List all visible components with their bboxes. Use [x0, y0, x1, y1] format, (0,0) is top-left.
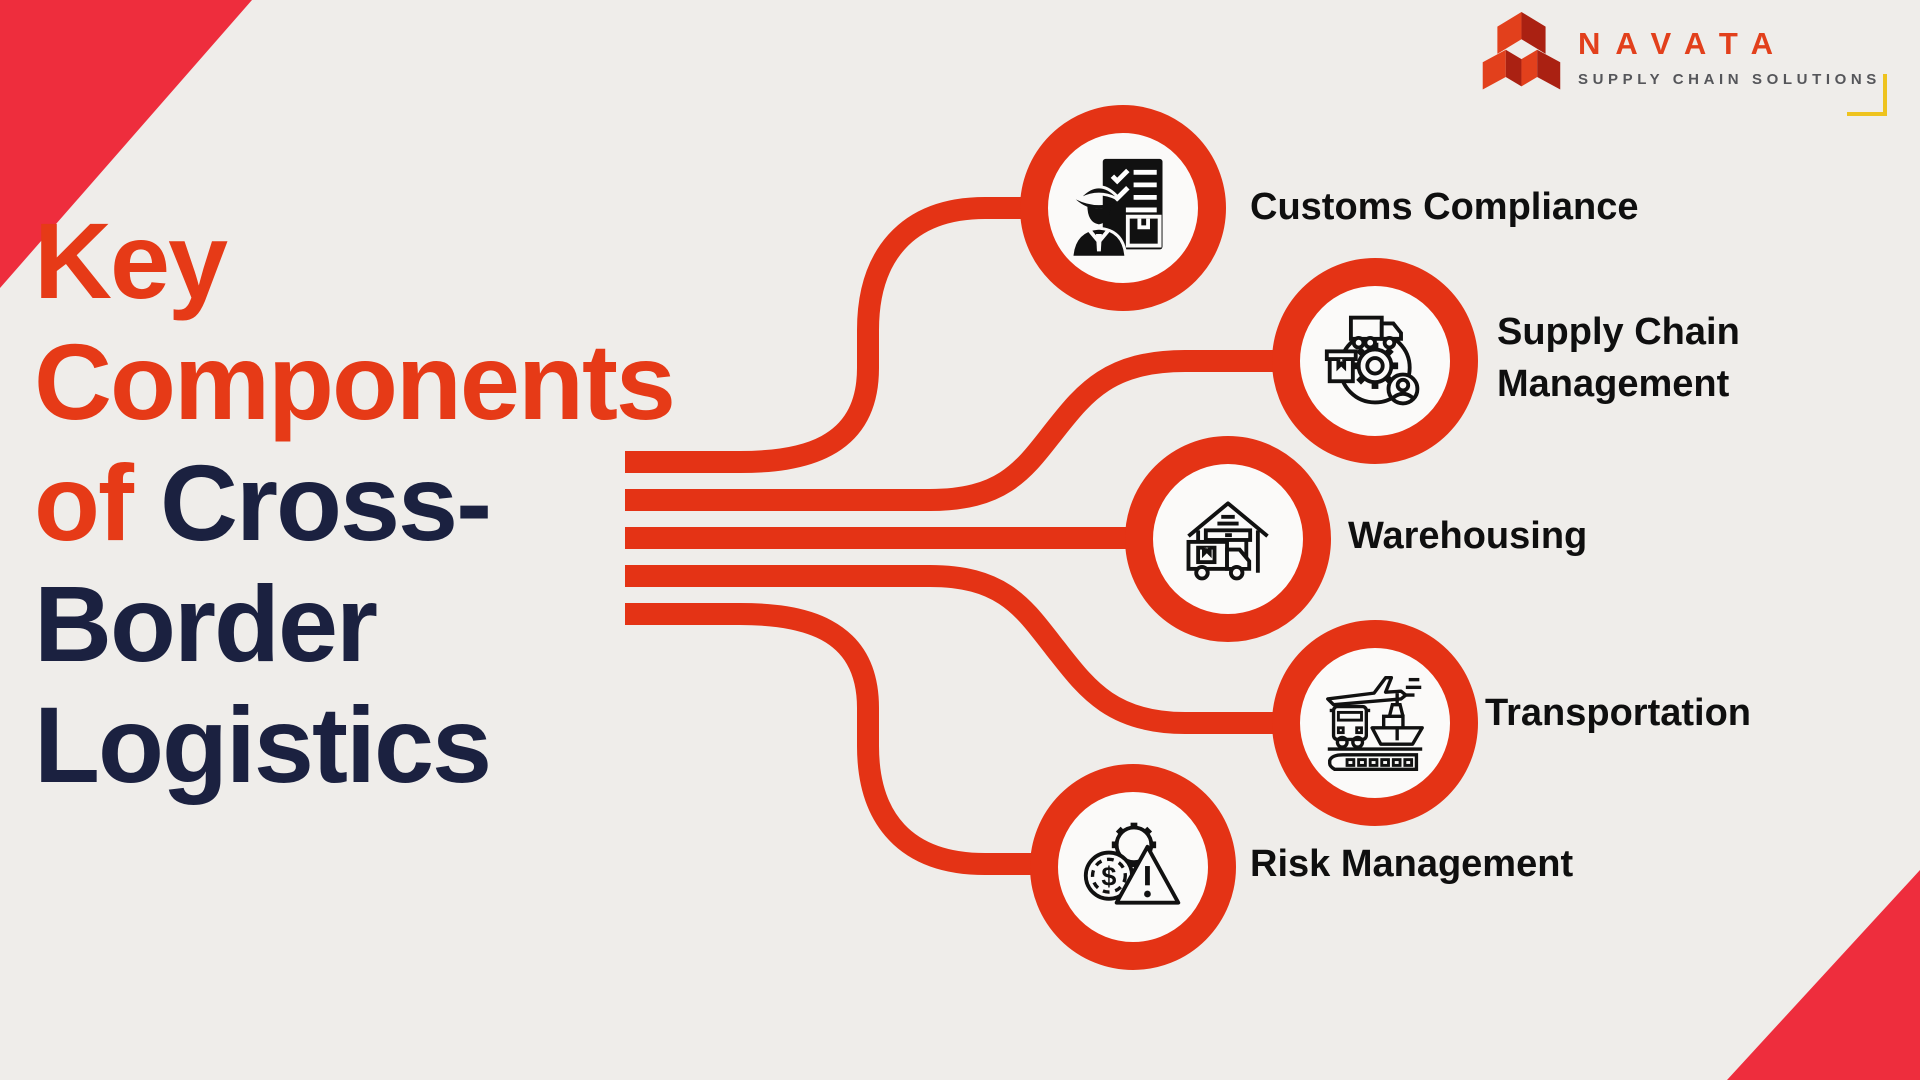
logo-tagline: SUPPLY CHAIN SOLUTIONS — [1578, 71, 1881, 88]
page-title: Key Components of Cross- Border Logistic… — [34, 200, 676, 805]
customs-officer-checklist-icon — [1070, 158, 1163, 259]
node-warehousing — [1125, 436, 1331, 642]
label-risk-management: Risk Management — [1250, 843, 1574, 885]
node-customs-compliance — [1020, 105, 1226, 311]
connector-customs — [625, 197, 1030, 473]
connector-supply-chain — [625, 350, 1280, 511]
title-word-key: Key — [34, 200, 228, 321]
logo-brand-name: NAVATA — [1578, 26, 1788, 61]
label-warehousing: Warehousing — [1348, 515, 1588, 557]
label-customs-compliance: Customs Compliance — [1250, 186, 1639, 228]
title-word-of: of — [34, 442, 134, 563]
title-word-components: Components — [34, 321, 676, 442]
label-transportation: Transportation — [1485, 692, 1752, 734]
risk-warning-coin-gear-icon: $ — [1083, 822, 1181, 905]
navata-logo-mark-icon — [1482, 12, 1561, 90]
node-risk-management: $ — [1030, 764, 1236, 970]
title-word-logistics: Logistics — [34, 684, 492, 805]
label-supply-chain-line2: Management — [1497, 363, 1730, 405]
label-supply-chain-line1: Supply Chain — [1497, 311, 1740, 353]
connector-risk — [625, 603, 1040, 875]
navata-logo: NAVATA SUPPLY CHAIN SOLUTIONS — [1482, 12, 1887, 116]
warehouse-truck-icon — [1186, 501, 1269, 581]
logo-yellow-bracket — [1846, 74, 1887, 116]
title-word-cross: Cross- — [159, 442, 492, 563]
supply-chain-cycle-icon — [1324, 315, 1420, 406]
title-word-border: Border — [34, 563, 378, 684]
svg-text:$: $ — [1101, 861, 1116, 891]
connector-transportation — [625, 565, 1280, 734]
multimodal-transport-icon — [1326, 676, 1424, 771]
node-transportation — [1272, 620, 1478, 826]
label-supply-chain-management: Supply Chain Management — [1497, 306, 1740, 410]
node-supply-chain-management — [1272, 258, 1478, 464]
